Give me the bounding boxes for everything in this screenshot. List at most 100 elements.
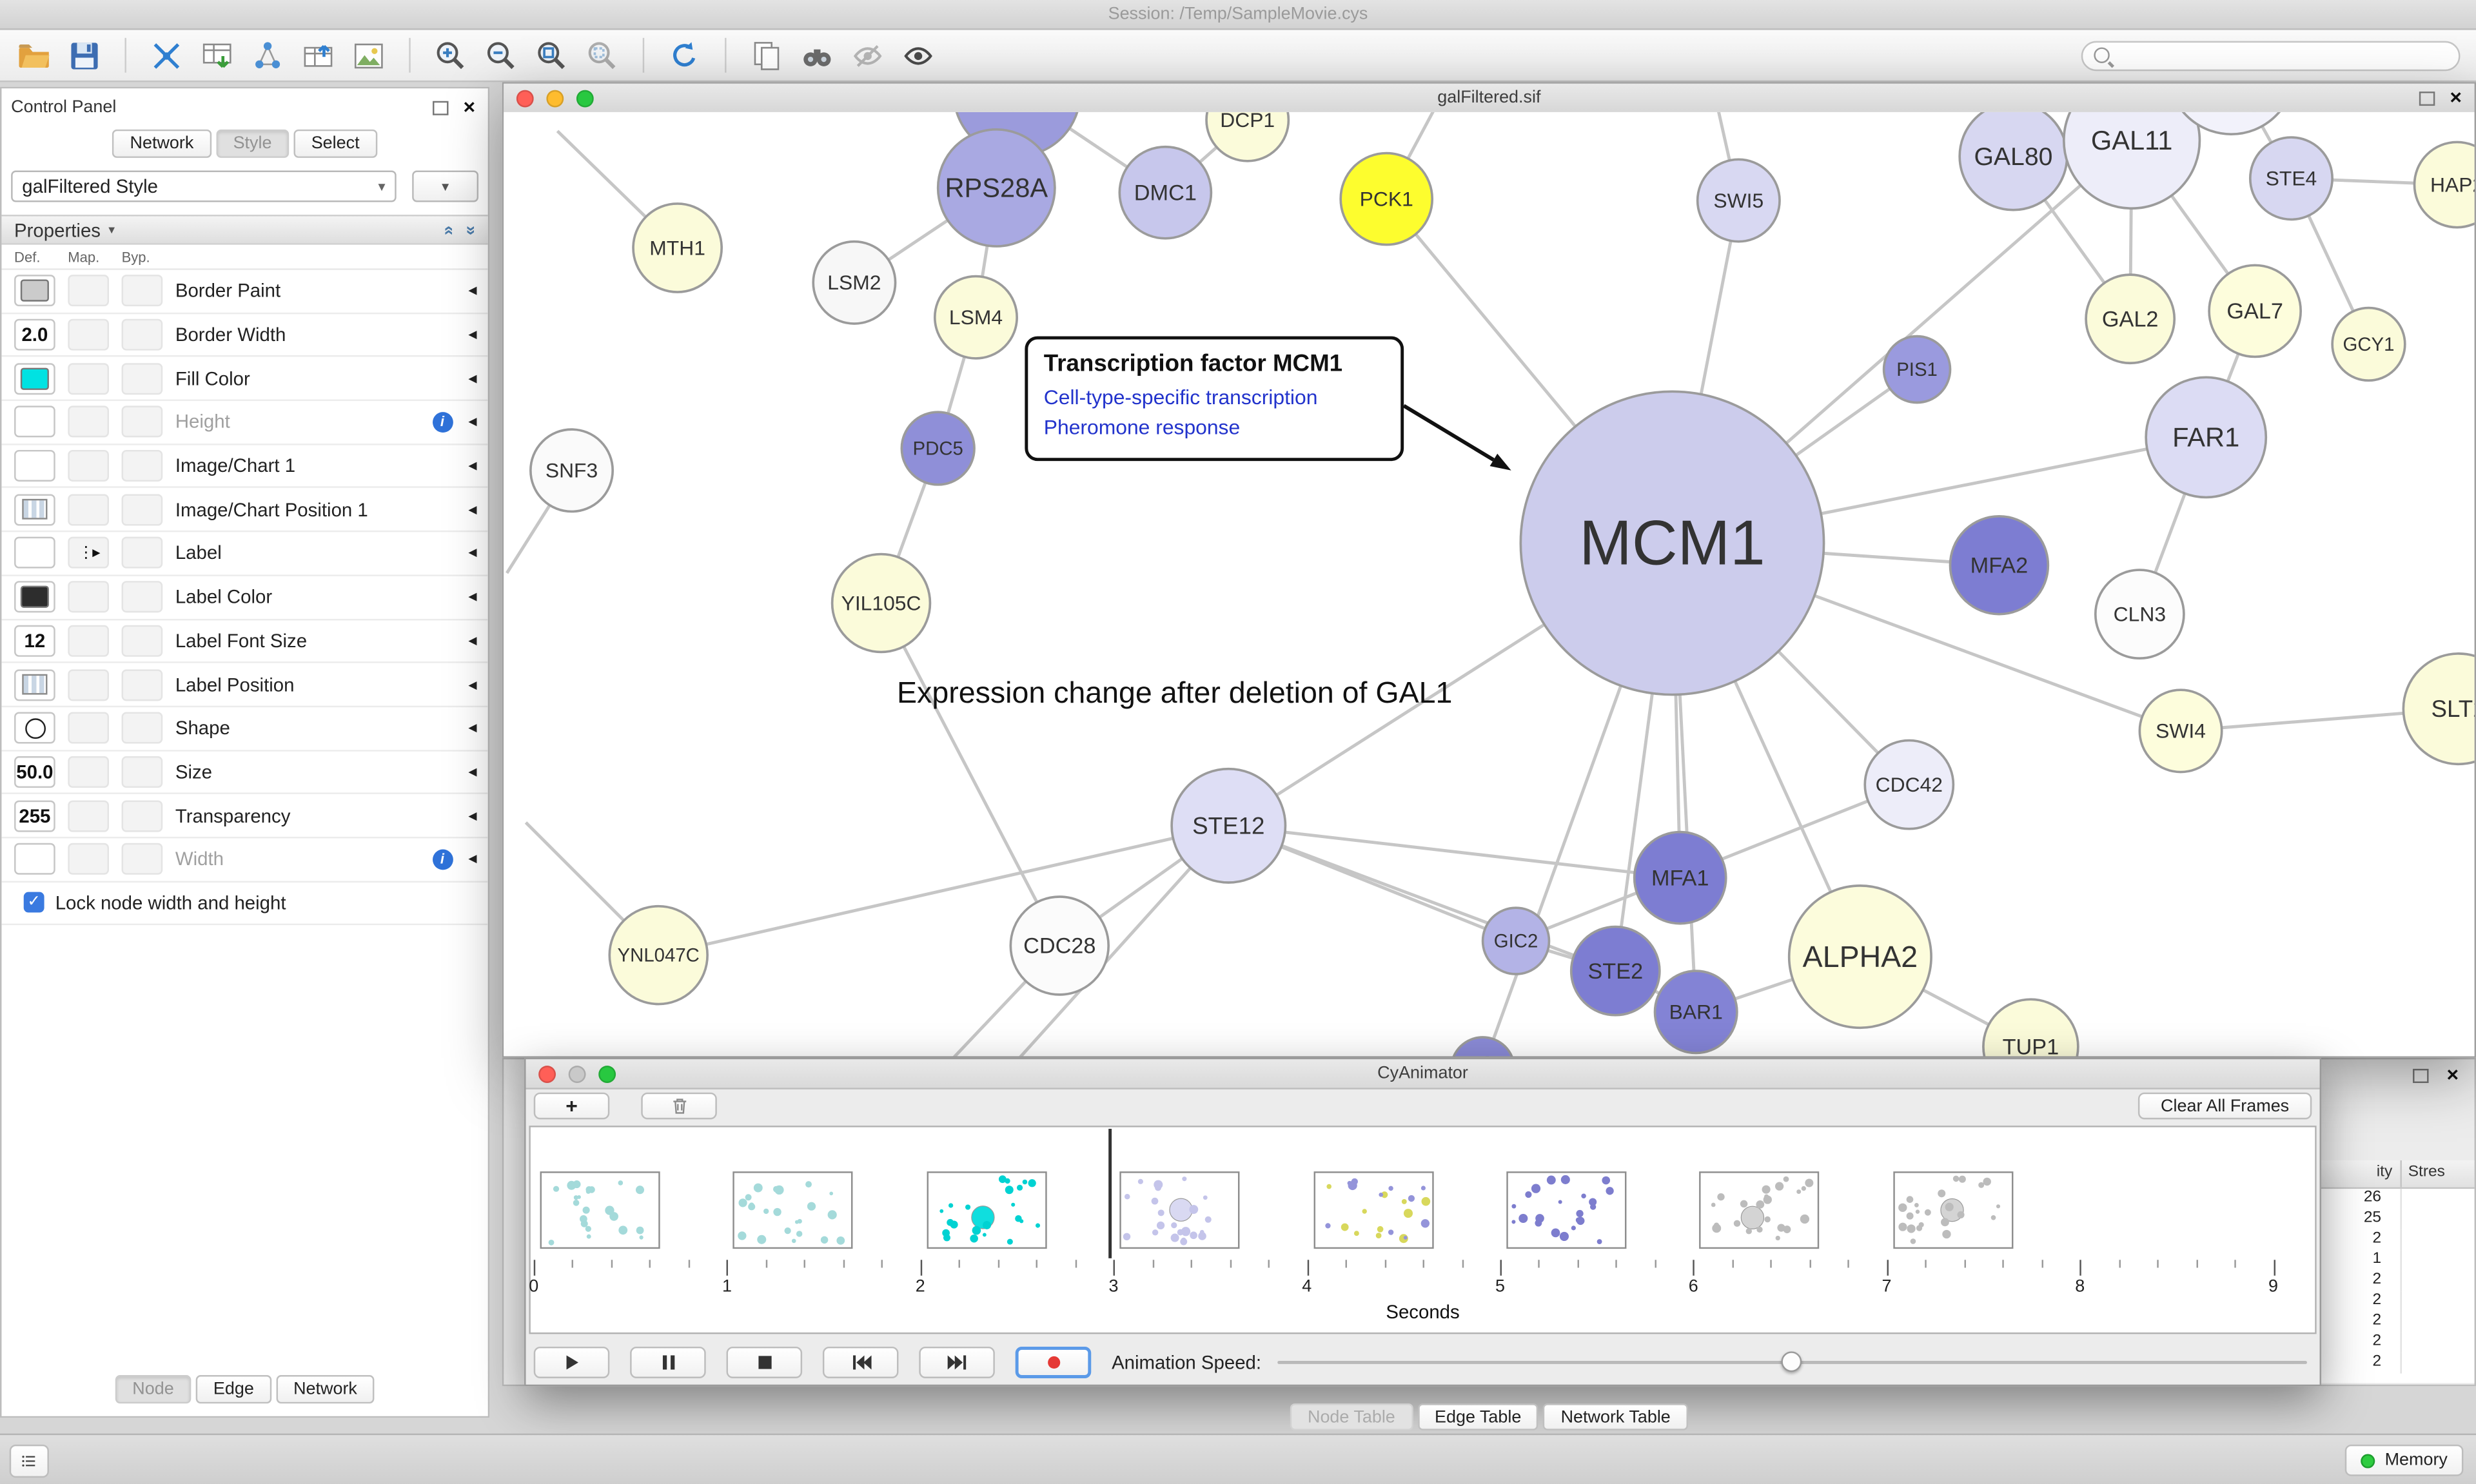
bypass-cell[interactable]	[121, 625, 163, 657]
network-node[interactable]: SWI5	[1696, 158, 1781, 243]
frame-thumbnail[interactable]	[540, 1171, 660, 1249]
mapping-cell[interactable]	[68, 362, 109, 395]
delete-frame-button[interactable]	[641, 1092, 717, 1120]
table-row[interactable]: 2	[2317, 1352, 2475, 1374]
zoom-window-button[interactable]	[598, 1064, 616, 1082]
default-value-cell[interactable]: 12	[14, 625, 55, 657]
network-node[interactable]: GAL7	[2208, 264, 2303, 358]
bypass-cell[interactable]	[121, 712, 163, 745]
network-node[interactable]: STE4	[2248, 136, 2334, 221]
close-panel-icon[interactable]: ×	[2446, 1062, 2459, 1086]
network-node[interactable]: PDC5	[900, 411, 976, 486]
network-edge[interactable]	[658, 824, 1229, 957]
default-value-cell[interactable]	[14, 537, 55, 569]
network-graph[interactable]: RPS28BRPS28ADCP1DMC1PCK1SWI5GAL80GAL11ST…	[504, 112, 2475, 1057]
bypass-cell[interactable]	[121, 843, 163, 875]
table-row[interactable]: 26	[2317, 1189, 2475, 1209]
expand-all-icon[interactable]: »	[438, 224, 458, 235]
network-node[interactable]: PCK1	[1339, 151, 1434, 246]
stop-button[interactable]	[726, 1345, 803, 1378]
default-value-cell[interactable]	[14, 843, 55, 875]
mapping-cell[interactable]: ⋮▸	[68, 537, 109, 569]
close-window-button[interactable]	[516, 89, 534, 107]
table-row[interactable]: 2	[2317, 1271, 2475, 1292]
expand-row-icon[interactable]: ◀	[468, 329, 477, 342]
mapping-cell[interactable]	[68, 275, 109, 307]
expand-row-icon[interactable]: ◀	[468, 592, 477, 603]
property-row[interactable]: Shape◀	[1, 707, 488, 751]
bypass-cell[interactable]	[121, 669, 163, 701]
close-window-button[interactable]	[538, 1064, 556, 1082]
expand-row-icon[interactable]: ◀	[468, 766, 477, 779]
pause-button[interactable]	[630, 1345, 706, 1378]
expand-row-icon[interactable]: ◀	[468, 854, 477, 866]
default-value-cell[interactable]	[14, 669, 55, 701]
expand-row-icon[interactable]: ◀	[468, 548, 477, 560]
network-node[interactable]: ALPHA2	[1787, 884, 1932, 1030]
tab-network[interactable]: Network	[112, 129, 211, 158]
float-panel-icon[interactable]	[2413, 1068, 2430, 1082]
default-value-cell[interactable]: 50.0	[14, 756, 55, 788]
network-node[interactable]: LSM2	[812, 240, 897, 325]
bypass-cell[interactable]	[121, 581, 163, 613]
bypass-cell[interactable]	[121, 406, 163, 438]
mapping-cell[interactable]	[68, 406, 109, 438]
mapping-cell[interactable]	[68, 756, 109, 788]
go-to-end-button[interactable]	[919, 1345, 995, 1378]
column-header[interactable]: Stres	[2408, 1163, 2445, 1181]
network-node[interactable]: YIL105C	[830, 552, 932, 654]
play-button[interactable]	[533, 1345, 610, 1378]
network-edge[interactable]	[1228, 824, 1680, 880]
default-value-cell[interactable]	[14, 362, 55, 395]
network-node[interactable]: BAR1	[1653, 970, 1738, 1055]
network-node[interactable]: MFA2	[1949, 514, 2050, 616]
frame-thumbnail[interactable]	[1313, 1171, 1434, 1249]
network-node[interactable]: TUP1	[1982, 998, 2079, 1057]
tab-node-table[interactable]: Node Table	[1290, 1403, 1413, 1430]
cyanimator-titlebar[interactable]: CyAnimator	[526, 1059, 2320, 1089]
default-value-cell[interactable]: 255	[14, 799, 55, 832]
network-node[interactable]: MFA1	[1633, 830, 1727, 925]
property-row[interactable]: Image/Chart Position 1◀	[1, 489, 488, 532]
network-node[interactable]: CDC42	[1863, 739, 1955, 830]
network-node[interactable]: SWI4	[2138, 688, 2223, 774]
zoom-in-icon[interactable]	[433, 37, 469, 73]
property-row[interactable]: Label Color◀	[1, 576, 488, 620]
show-panels-button[interactable]	[9, 1444, 49, 1478]
frame-thumbnail[interactable]	[1699, 1171, 1820, 1249]
tab-network-table[interactable]: Network Table	[1543, 1403, 1688, 1430]
hide-selected-icon[interactable]	[850, 37, 886, 73]
mapping-cell[interactable]	[68, 625, 109, 657]
bypass-cell[interactable]	[121, 318, 163, 351]
zoom-fit-icon[interactable]	[534, 37, 570, 73]
tab-network-style[interactable]: Network	[276, 1375, 375, 1404]
default-value-cell[interactable]	[14, 712, 55, 745]
property-row[interactable]: Border Paint◀	[1, 270, 488, 314]
table-row[interactable]: 2	[2317, 1332, 2475, 1353]
network-node[interactable]: CDC28	[1009, 895, 1110, 996]
mapping-cell[interactable]	[68, 581, 109, 613]
mapping-cell[interactable]	[68, 799, 109, 832]
minimize-window-button[interactable]	[568, 1064, 586, 1082]
export-table-icon[interactable]	[300, 37, 336, 73]
show-all-icon[interactable]	[900, 37, 936, 73]
network-node[interactable]: YNL047C	[608, 904, 709, 1006]
bypass-cell[interactable]	[121, 275, 163, 307]
float-panel-icon[interactable]	[433, 100, 449, 115]
tab-select[interactable]: Select	[293, 129, 377, 158]
frame-thumbnail[interactable]	[1119, 1171, 1240, 1249]
close-panel-icon[interactable]: ×	[463, 94, 476, 119]
search-input[interactable]	[2119, 44, 2448, 66]
minimize-window-button[interactable]	[546, 89, 564, 107]
mapping-cell[interactable]	[68, 843, 109, 875]
copy-icon[interactable]	[749, 37, 785, 73]
expand-row-icon[interactable]: ◀	[468, 636, 477, 647]
search-box[interactable]	[2081, 40, 2461, 70]
import-table-icon[interactable]	[199, 37, 235, 73]
mapping-cell[interactable]	[68, 493, 109, 525]
annotation-link[interactable]: Cell-type-specific transcription	[1043, 385, 1318, 409]
export-network-icon[interactable]	[250, 37, 286, 73]
